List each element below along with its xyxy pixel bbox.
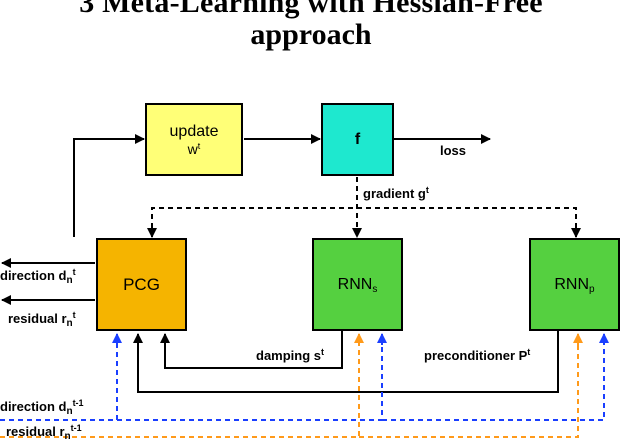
edge-gradient-branch bbox=[147, 207, 581, 238]
direction-prev-sup: t-1 bbox=[72, 398, 84, 408]
direction-prev-text: direction d bbox=[0, 399, 67, 414]
edge-pcg-to-update bbox=[73, 134, 145, 237]
rnn-p-node-label: RNN bbox=[554, 276, 590, 293]
section-heading-line-2: approach bbox=[250, 18, 372, 51]
edge-residual-prev bbox=[0, 334, 579, 438]
edge-damping bbox=[160, 331, 343, 369]
preconditioner-label-text: preconditioner P bbox=[424, 348, 528, 363]
direction-out-label: direction dnt bbox=[0, 267, 76, 286]
gradient-label-sup: t bbox=[425, 185, 429, 195]
gradient-label-text: gradient g bbox=[363, 186, 426, 201]
update-node: update wt bbox=[145, 103, 243, 176]
residual-out-sup: t bbox=[72, 310, 76, 320]
preconditioner-label-sup: t bbox=[527, 347, 531, 357]
f-node: f bbox=[321, 103, 394, 176]
rnn-s-node-label: RNN bbox=[337, 276, 373, 293]
direction-out-sub: n bbox=[66, 275, 73, 286]
gradient-label: gradient gt bbox=[363, 186, 429, 201]
update-node-sup: t bbox=[197, 140, 201, 151]
rnn-s-node-text: RNNs bbox=[337, 275, 378, 295]
residual-out-label: residual rnt bbox=[8, 310, 76, 329]
residual-out-text: residual r bbox=[8, 311, 67, 326]
section-heading-line-1: 3 Meta-Learning with Hessian-Free bbox=[79, 0, 543, 19]
update-node-label: update bbox=[169, 122, 219, 140]
residual-prev-sup: t-1 bbox=[70, 423, 82, 433]
direction-out-text: direction d bbox=[0, 268, 67, 283]
pcg-node-label: PCG bbox=[123, 275, 160, 294]
edge-preconditioner bbox=[133, 331, 559, 393]
update-node-sub: w bbox=[187, 140, 198, 157]
rnn-s-node-sub: s bbox=[372, 284, 378, 295]
residual-out-sub: n bbox=[66, 318, 73, 329]
loss-label: loss bbox=[440, 143, 467, 158]
update-node-symbol: wt bbox=[188, 141, 201, 158]
direction-out-sup: t bbox=[72, 267, 76, 277]
pcg-node: PCG bbox=[96, 238, 187, 331]
direction-prev-label: direction dnt-1 bbox=[0, 398, 84, 417]
damping-label-sup: t bbox=[321, 347, 325, 357]
damping-label: damping st bbox=[256, 347, 325, 364]
residual-prev-text: residual r bbox=[6, 424, 65, 439]
preconditioner-label: preconditioner Pt bbox=[424, 347, 531, 364]
direction-prev-sub: n bbox=[66, 406, 73, 417]
rnn-p-node-sub: p bbox=[589, 284, 595, 295]
edge-direction-prev bbox=[0, 334, 605, 421]
rnn-p-node-text: RNNp bbox=[554, 275, 595, 295]
residual-prev-sub: n bbox=[64, 431, 71, 442]
rnn-s-node: RNNs bbox=[312, 238, 403, 331]
rnn-p-node: RNNp bbox=[529, 238, 620, 331]
damping-label-text: damping s bbox=[256, 348, 322, 363]
f-node-label: f bbox=[354, 131, 361, 148]
residual-prev-label: residual rnt-1 bbox=[6, 423, 82, 442]
